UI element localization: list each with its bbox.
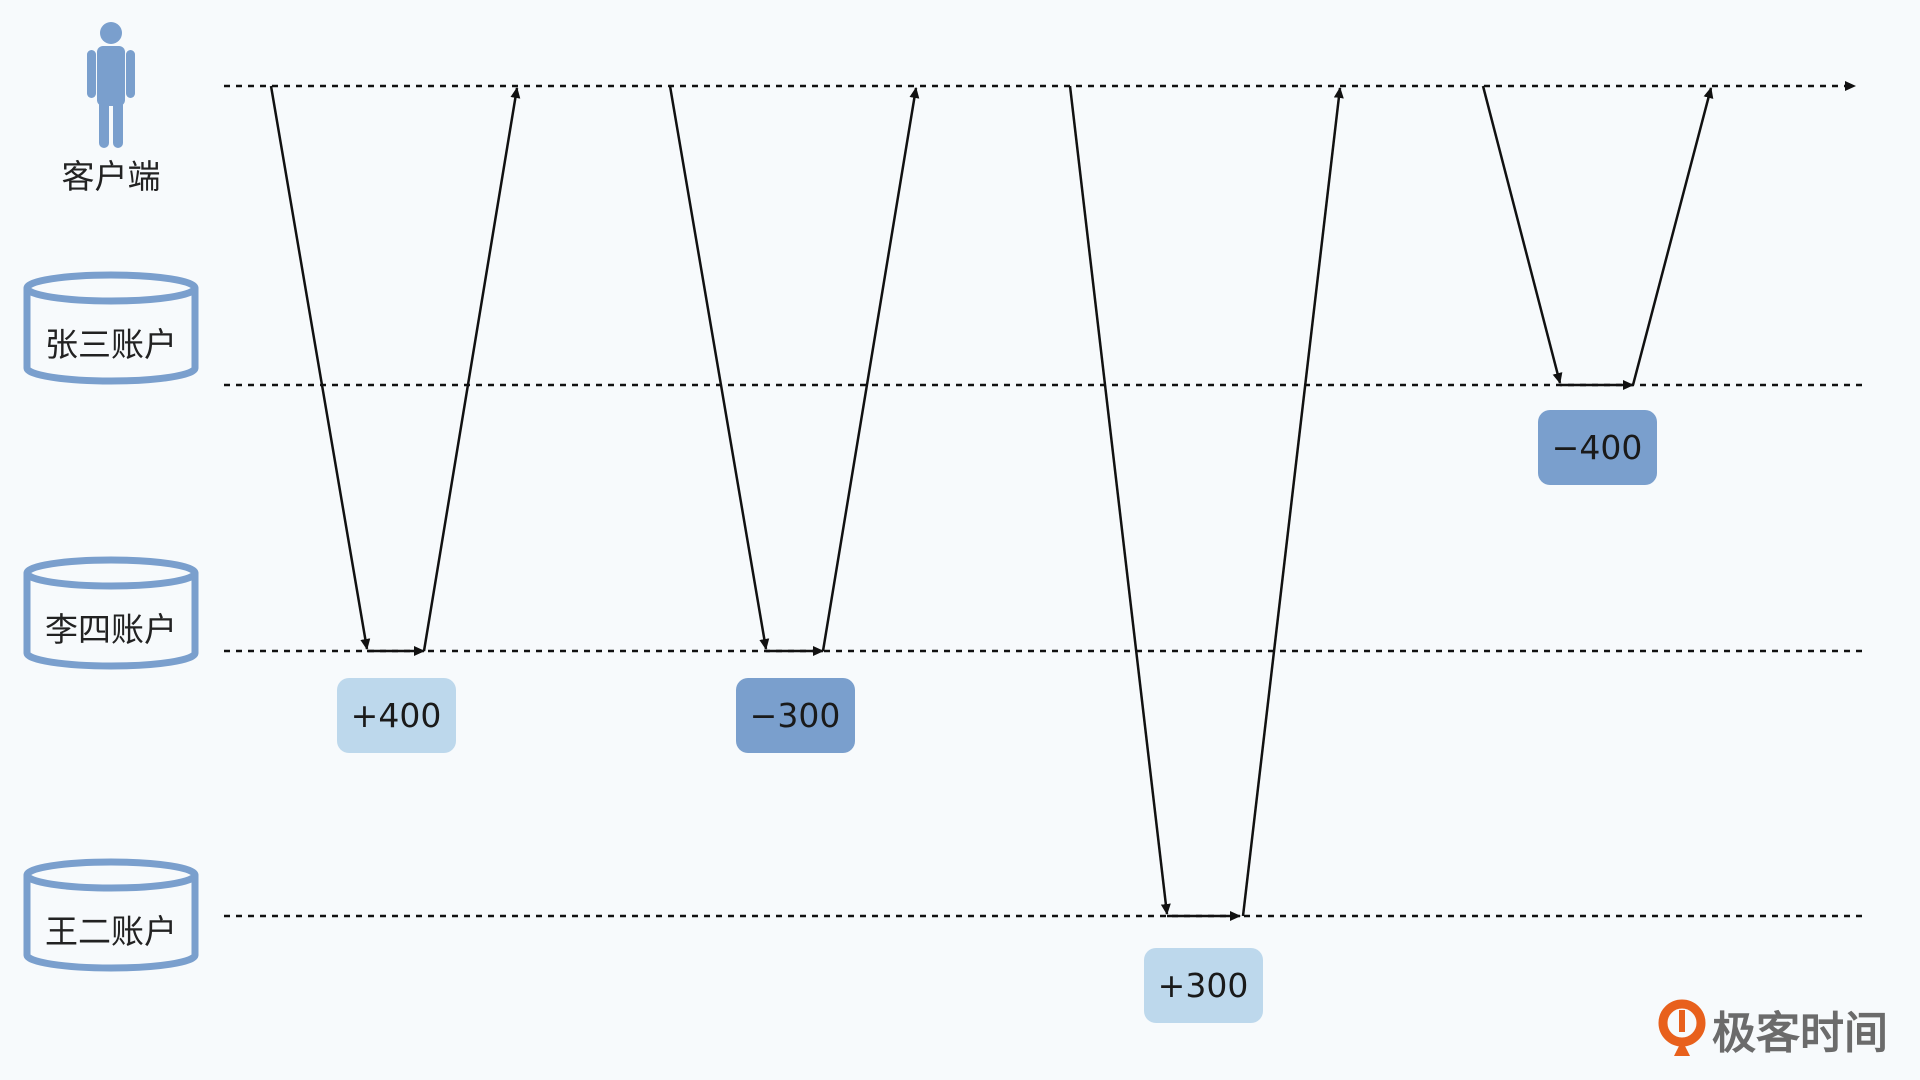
- person-icon: [87, 22, 135, 148]
- database-icon-lisi: [23, 556, 199, 670]
- brand-logo: 极客时间: [1658, 999, 1888, 1059]
- operation-label: +400: [351, 696, 442, 735]
- operation-label: +300: [1158, 966, 1249, 1005]
- arrows-transaction-1: [269, 85, 521, 656]
- operation-box-4: −400: [1538, 410, 1657, 485]
- zhangsan-account-label: 张三账户: [45, 325, 177, 364]
- arrows-transaction-3: [1068, 85, 1344, 921]
- arrows-transaction-4: [1481, 85, 1714, 390]
- arrows-transaction-2: [668, 85, 920, 656]
- operation-box-1: +400: [337, 678, 456, 753]
- database-icon-zhangsan: [23, 271, 199, 385]
- wanger-account-label: 王二账户: [45, 912, 177, 951]
- brand-name: 极客时间: [1712, 1008, 1888, 1059]
- database-icon-wanger: [23, 858, 199, 972]
- operation-box-2: −300: [736, 678, 855, 753]
- brand-icon: [1658, 999, 1706, 1056]
- operation-label: −300: [750, 696, 841, 735]
- client-label: 客户端: [62, 157, 161, 196]
- operation-label: −400: [1552, 428, 1643, 467]
- operation-box-3: +300: [1144, 948, 1263, 1023]
- lisi-account-label: 李四账户: [45, 610, 177, 649]
